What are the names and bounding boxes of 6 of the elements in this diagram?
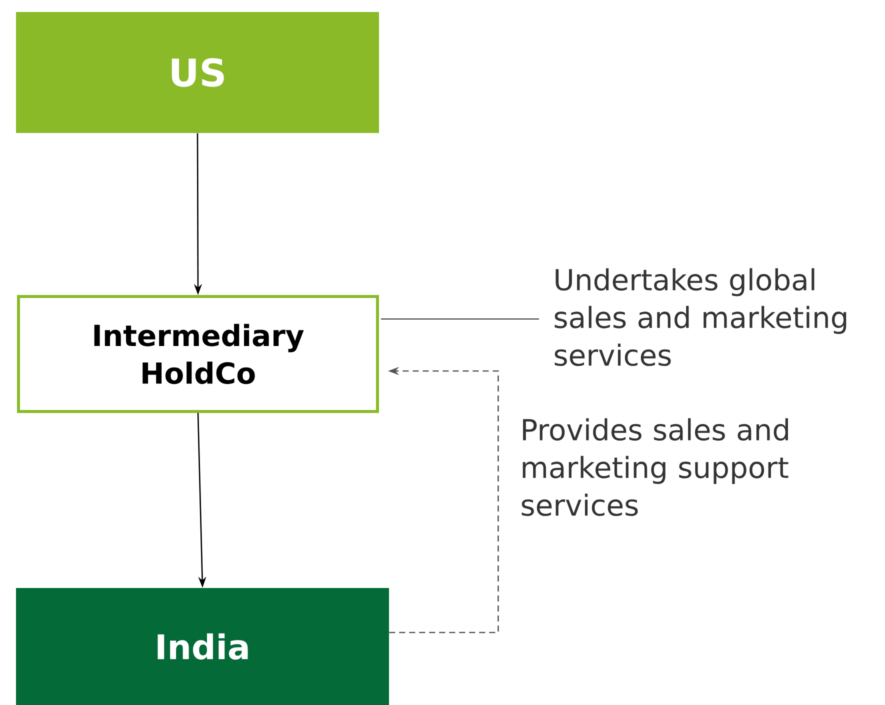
note-text: Undertakes global sales and marketing services <box>554 268 846 366</box>
leader-line <box>380 318 540 320</box>
holding-box: Intermediary HoldCo <box>17 295 379 413</box>
edge-label: Provides sales and marketing support services <box>522 418 788 516</box>
us-box: US <box>16 12 379 133</box>
india-box: India <box>16 588 389 705</box>
